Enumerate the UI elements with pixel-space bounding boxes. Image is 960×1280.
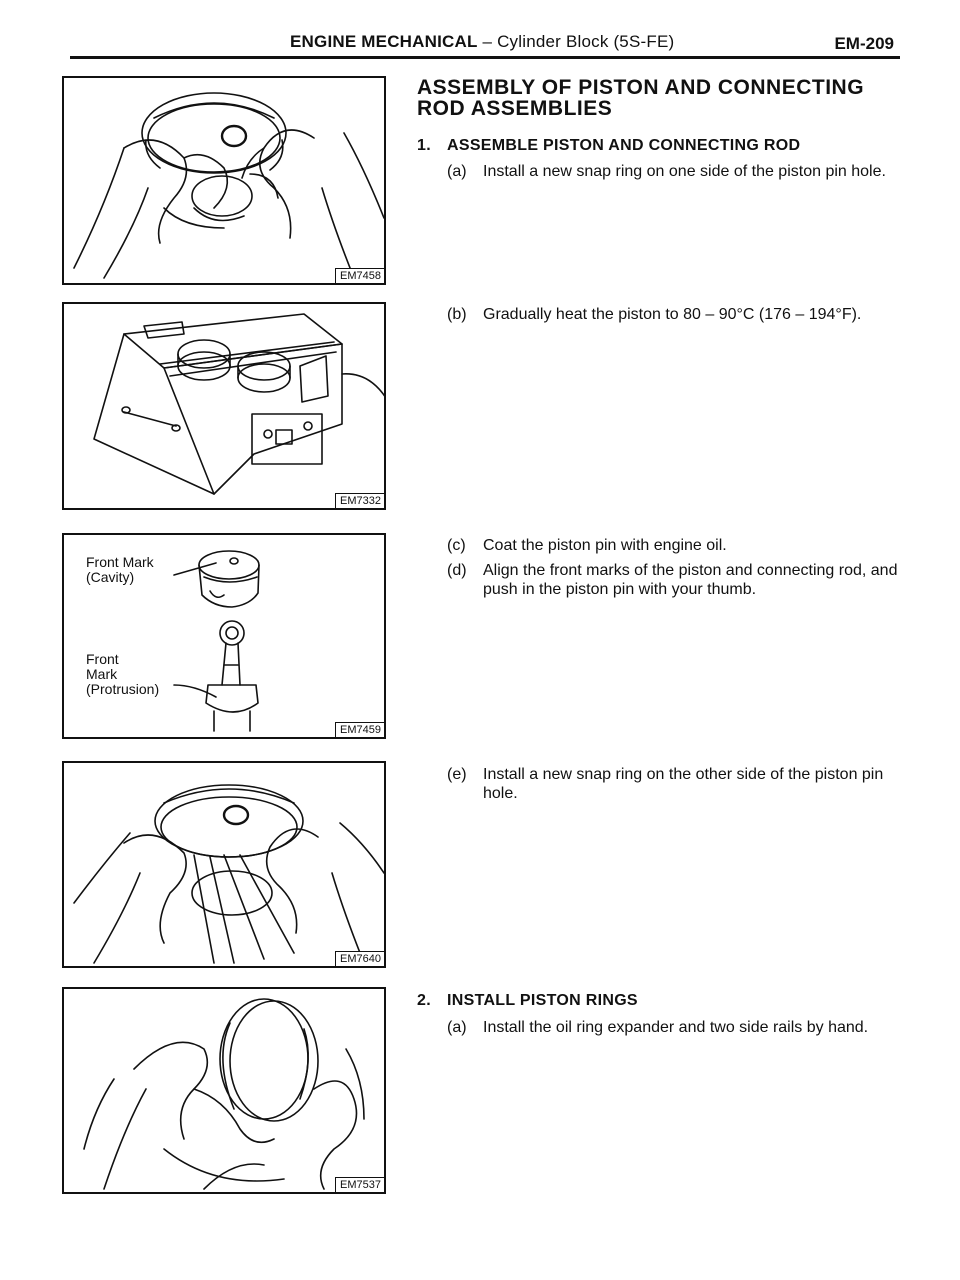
hands-installing-snap-ring-illustration	[73, 92, 384, 279]
substep-label: (b)	[447, 306, 467, 323]
substep-label: (d)	[447, 562, 467, 579]
substep-text: Coat the piston pin with engine oil.	[483, 537, 727, 554]
substep-text: Install the oil ring expander and two si…	[483, 1019, 869, 1036]
step-number: 2.	[417, 992, 431, 1009]
figure-code: EM7640	[335, 951, 384, 966]
substep-1c: (c) Coat the piston pin with engine oil.	[447, 536, 902, 555]
figure-oil-ring-install: EM7537	[62, 987, 386, 1194]
callout-piston-front-mark: Front Mark (Cavity)	[86, 555, 154, 585]
hands-installing-oil-ring-illustration	[83, 998, 365, 1190]
substep-1d: (d) Align the front marks of the piston …	[447, 561, 902, 599]
step-2: 2. INSTALL PISTON RINGS	[417, 992, 638, 1010]
figure-code: EM7458	[335, 268, 384, 283]
substep-1b: (b) Gradually heat the piston to 80 – 90…	[447, 305, 902, 324]
substep-2a: (a) Install the oil ring expander and tw…	[447, 1018, 902, 1037]
step-1: 1. ASSEMBLE PISTON AND CONNECTING ROD	[417, 137, 800, 155]
section-title-rest: – Cylinder Block (5S-FE)	[477, 32, 675, 51]
substep-text: Gradually heat the piston to 80 – 90°C (…	[483, 306, 862, 323]
callout-rod-front-mark: Front Mark (Protrusion)	[86, 652, 159, 697]
section-title-bold: ENGINE MECHANICAL	[290, 32, 478, 51]
substep-1e: (e) Install a new snap ring on the other…	[447, 765, 902, 803]
hands-installing-snap-ring-other-side-illustration	[73, 784, 384, 964]
figure-snap-ring-install: EM7458	[62, 76, 386, 285]
section-title: ENGINE MECHANICAL – Cylinder Block (5S-F…	[290, 32, 674, 52]
step-number: 1.	[417, 137, 431, 154]
piston-heater-illustration	[93, 313, 384, 495]
step-title: ASSEMBLE PISTON AND CONNECTING ROD	[447, 137, 801, 154]
substep-text: Align the front marks of the piston and …	[483, 562, 898, 598]
page-number: EM-209	[834, 34, 894, 53]
figure-code: EM7537	[335, 1177, 384, 1192]
page-heading: ASSEMBLY OF PISTON AND CONNECTING ROD AS…	[417, 76, 865, 120]
substep-text: Install a new snap ring on the other sid…	[483, 766, 884, 802]
callout-rod-front-mark-text: Front Mark (Protrusion)	[86, 651, 160, 697]
substep-1a: (a) Install a new snap ring on one side …	[447, 162, 902, 181]
header-rule	[70, 56, 900, 59]
substep-label: (a)	[447, 163, 467, 180]
figure-front-marks: Front Mark (Cavity) Front Mark (Protrusi…	[62, 533, 386, 739]
figure-code: EM7332	[335, 493, 384, 508]
substep-text: Install a new snap ring on one side of t…	[483, 163, 886, 180]
substep-label: (c)	[447, 537, 466, 554]
substep-label: (a)	[447, 1019, 467, 1036]
figure-piston-heater: EM7332	[62, 302, 386, 510]
step-title: INSTALL PISTON RINGS	[447, 992, 638, 1009]
piston-and-connecting-rod-front-marks-illustration	[173, 550, 260, 732]
figure-code: EM7459	[335, 722, 384, 737]
page-header: ENGINE MECHANICAL – Cylinder Block (5S-F…	[70, 22, 900, 59]
figure-snap-ring-other-side: EM7640	[62, 761, 386, 968]
substep-label: (e)	[447, 766, 467, 783]
callout-piston-front-mark-text: Front Mark (Cavity)	[86, 554, 154, 585]
